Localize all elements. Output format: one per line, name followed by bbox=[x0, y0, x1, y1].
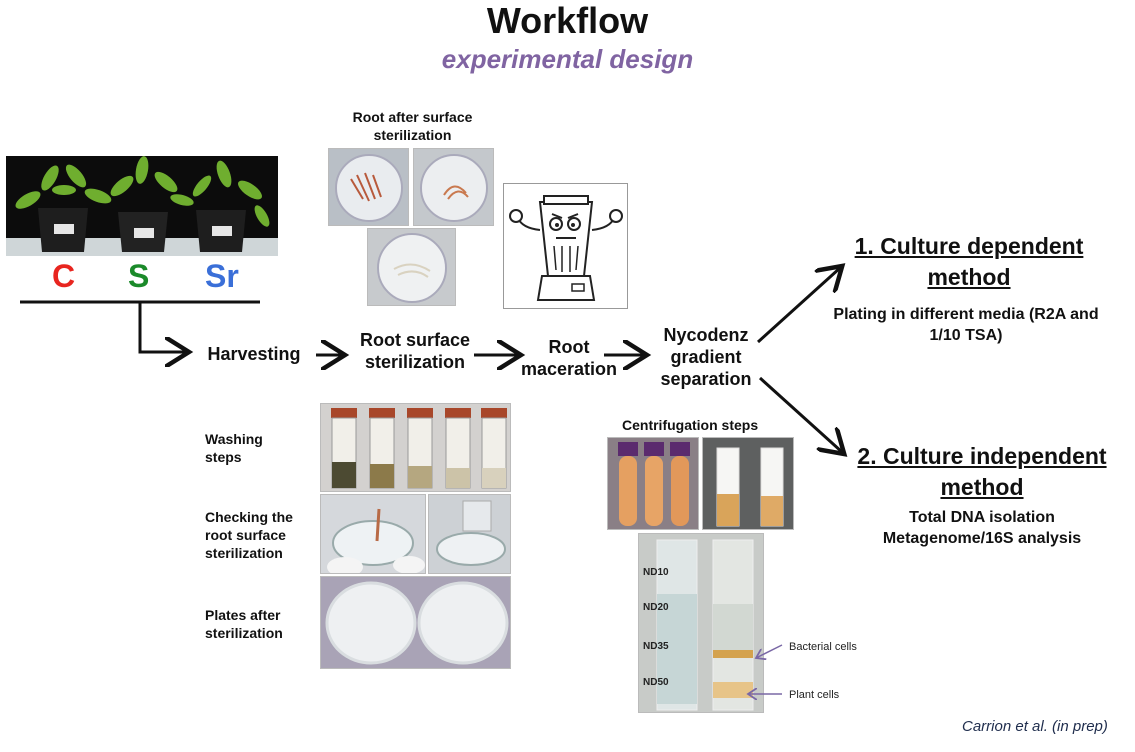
method-independent-description: Total DNA isolation Metagenome/16S analy… bbox=[882, 509, 1082, 547]
gradient-mark-nd20: ND20 bbox=[643, 602, 669, 613]
citation: Carrion et al. (in prep) bbox=[962, 718, 1108, 735]
arrow-to-harvesting bbox=[138, 303, 186, 352]
centrifugation-photo-1 bbox=[607, 437, 699, 530]
gradient-mark-nd10: ND10 bbox=[643, 567, 669, 578]
washing-label: Washing steps bbox=[205, 431, 263, 465]
plants-photo bbox=[6, 156, 278, 256]
method-dependent-title: 1. Culture dependent method bbox=[854, 233, 1084, 290]
checking-label: Checking the root surface sterilization bbox=[205, 509, 293, 561]
step-root-surface-sterilization: Root surface sterilization bbox=[359, 330, 471, 372]
page-title: Workflow bbox=[486, 0, 649, 41]
gradient-mark-nd35: ND35 bbox=[643, 641, 669, 652]
pointer-bacterial-cells bbox=[756, 644, 783, 658]
blender-illustration bbox=[503, 183, 628, 309]
plants-illustration bbox=[6, 156, 278, 256]
gradient-tube-photo bbox=[638, 533, 764, 713]
step-nycodenz-gradient: Nycodenz gradient separation bbox=[660, 325, 752, 389]
centrifugation-photo-2 bbox=[702, 437, 794, 530]
washing-tubes-photo bbox=[320, 403, 511, 492]
root-dish-photo-2 bbox=[413, 148, 494, 226]
page-subtitle: experimental design bbox=[441, 44, 694, 74]
treatment-s: S bbox=[128, 258, 150, 294]
arrow-to-culture-dependent bbox=[756, 268, 840, 344]
step-root-maceration: Root maceration bbox=[520, 337, 618, 379]
checking-photo-2 bbox=[428, 494, 511, 574]
arrow-to-culture-independent bbox=[758, 376, 842, 452]
bacterial-cells-label: Bacterial cells bbox=[789, 641, 857, 653]
gradient-mark-nd50: ND50 bbox=[643, 677, 669, 688]
treatment-sr: Sr bbox=[205, 258, 239, 294]
root-dish-photo-1 bbox=[328, 148, 409, 226]
centrifugation-label: Centrifugation steps bbox=[622, 417, 759, 433]
plant-cells-label: Plant cells bbox=[789, 689, 840, 701]
plates-photo bbox=[320, 576, 511, 669]
method-independent-title: 2. Culture independent method bbox=[857, 443, 1107, 500]
checking-photo-1 bbox=[320, 494, 426, 574]
plates-label: Plates after sterilization bbox=[205, 607, 283, 641]
root-after-label: Root after surface sterilization bbox=[352, 109, 473, 143]
method-dependent-description: Plating in different media (R2A and 1/10… bbox=[833, 306, 1099, 344]
step-harvesting: Harvesting bbox=[207, 344, 301, 364]
treatment-c: C bbox=[52, 258, 76, 294]
root-dish-photo-3 bbox=[367, 228, 456, 306]
